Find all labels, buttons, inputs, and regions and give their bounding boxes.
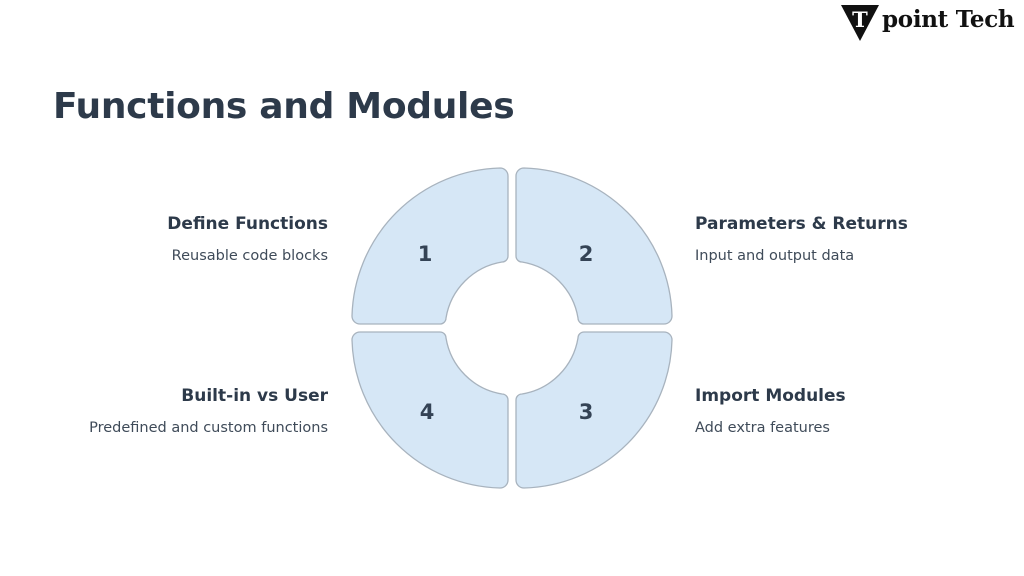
step-2-description: Input and output data	[695, 248, 855, 264]
triangle-logo-icon: T	[841, 5, 879, 41]
step-1-heading: Define Functions	[167, 214, 328, 234]
segment-2	[515, 167, 673, 325]
segment-2-number: 2	[579, 242, 594, 266]
segment-3	[515, 331, 673, 489]
step-4-description: Predefined and custom functions	[89, 420, 328, 436]
step-3-label: Import Modules Add extra features	[695, 386, 995, 436]
step-1-description: Reusable code blocks	[171, 248, 328, 264]
logo-mark-letter: T	[852, 7, 868, 32]
segment-4	[351, 331, 509, 489]
step-3-description: Add extra features	[695, 420, 830, 436]
cycle-diagram: 1 2 3 4	[351, 167, 673, 489]
step-4-label: Built-in vs User Predefined and custom f…	[28, 386, 328, 436]
segment-1-number: 1	[418, 242, 433, 266]
segment-3-number: 3	[579, 400, 594, 424]
page-title: Functions and Modules	[53, 86, 515, 127]
segment-4-number: 4	[420, 400, 435, 424]
step-2-heading: Parameters & Returns	[695, 214, 908, 234]
brand-name: point Tech	[882, 6, 1015, 33]
step-2-label: Parameters & Returns Input and output da…	[695, 214, 995, 264]
brand-logo: T point Tech	[840, 4, 1016, 44]
step-4-heading: Built-in vs User	[181, 386, 328, 406]
step-3-heading: Import Modules	[695, 386, 846, 406]
segment-1	[351, 167, 509, 325]
step-1-label: Define Functions Reusable code blocks	[28, 214, 328, 264]
